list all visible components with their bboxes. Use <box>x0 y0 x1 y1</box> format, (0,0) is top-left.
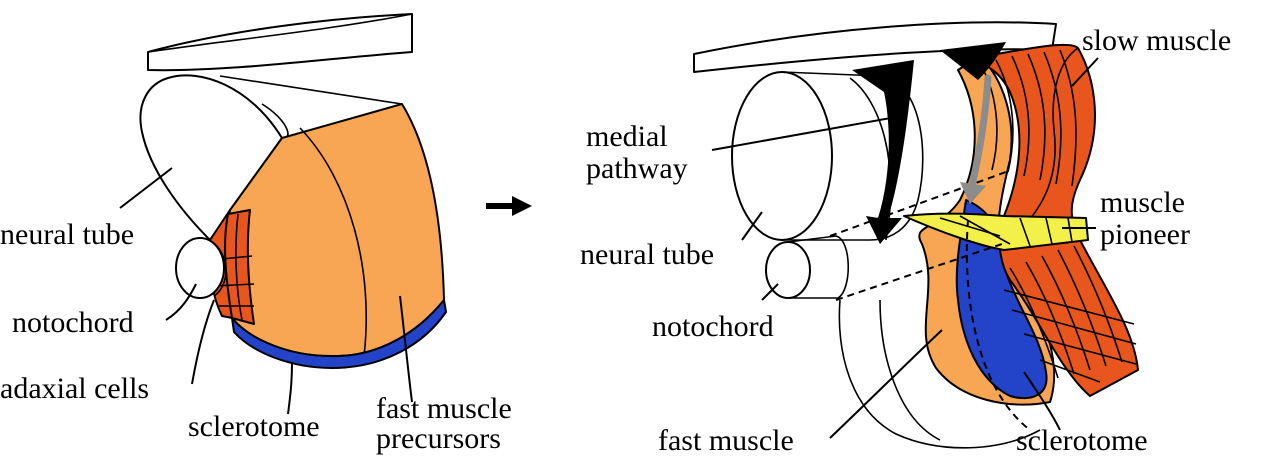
right-epidermis <box>693 21 1057 73</box>
right-label-pathway: pathway <box>586 152 688 185</box>
left-label-fast-muscle: fast muscle <box>376 392 512 425</box>
left-neural-tube <box>139 74 283 241</box>
left-leader-notochord <box>165 283 197 321</box>
right-arrow-icon <box>486 196 532 216</box>
right-label-notochord: notochord <box>652 310 774 343</box>
right-panel: slow muscle medial pathway muscle pionee… <box>580 21 1231 457</box>
right-label-pioneer: pioneer <box>1100 218 1190 251</box>
right-body-outline <box>838 299 1041 449</box>
right-dashed-2 <box>835 243 1003 301</box>
right-medial-arrow-black-2 <box>940 42 1006 80</box>
right-label-neural-tube: neural tube <box>580 238 714 271</box>
left-leader-adaxial <box>191 299 215 385</box>
right-label-slow-muscle: slow muscle <box>1082 24 1231 57</box>
left-notochord <box>175 237 225 299</box>
left-epidermis-top <box>147 13 413 53</box>
left-leader-sclerotome <box>287 361 293 415</box>
left-label-sclerotome: sclerotome <box>188 410 320 443</box>
right-body-inner <box>879 299 941 441</box>
left-leader-neural-tube <box>119 167 173 209</box>
right-label-muscle: muscle <box>1100 186 1185 219</box>
right-leader-slow-muscle <box>1071 57 1099 87</box>
left-label-notochord: notochord <box>12 306 134 339</box>
right-notochord-body <box>787 235 850 299</box>
right-label-sclerotome: sclerotome <box>1016 424 1148 457</box>
right-medial-arrow-black <box>852 60 914 244</box>
left-panel: neural tube notochord adaxial cells scle… <box>0 13 512 455</box>
left-label-adaxial-cells: adaxial cells <box>0 372 149 405</box>
left-neural-tube-top <box>219 75 403 105</box>
right-label-fast-muscle: fast muscle <box>658 424 794 457</box>
right-leader-neural-tube <box>741 211 763 241</box>
left-fast-muscle-inner-arc <box>299 127 367 357</box>
right-medial-arrow-grey <box>968 74 992 190</box>
left-label-neural-tube: neural tube <box>0 218 134 251</box>
right-medial-arrow-grey-head <box>960 182 986 204</box>
left-leader-fast-muscle <box>399 295 413 403</box>
right-neural-tube <box>731 71 833 241</box>
right-label-medial: medial <box>586 120 668 153</box>
right-leader-sclerotome <box>1023 371 1061 431</box>
left-notochord-rim <box>211 241 227 297</box>
right-leader-medial <box>711 115 903 151</box>
right-leader-notochord <box>761 283 779 301</box>
right-dashed-1 <box>829 171 1007 237</box>
left-epidermis <box>147 13 413 72</box>
right-leader-fast-muscle <box>829 329 943 439</box>
right-dashed-3 <box>965 219 1031 431</box>
left-label-precursors: precursors <box>376 422 501 455</box>
